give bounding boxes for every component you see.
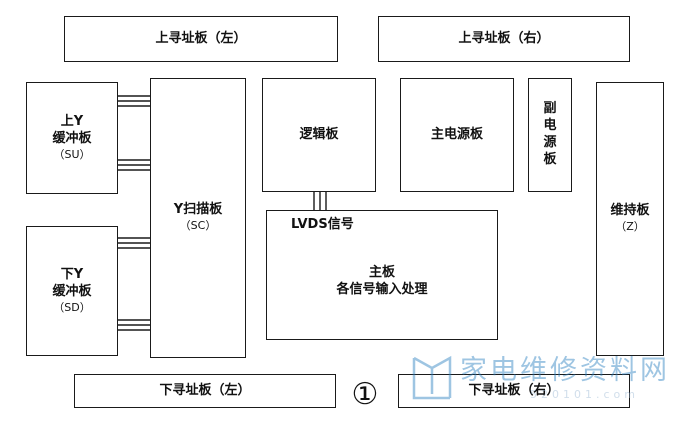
y-buffer-board-up: 上Y 缓冲板 （SU） (26, 82, 118, 194)
sub-power-char-3: 源 (543, 135, 557, 150)
figure-number: ① (351, 377, 379, 412)
sub-power-char-4: 板 (543, 151, 557, 167)
address-board-top-right: 上寻址板（右） (378, 16, 630, 62)
address-board-top-left-label: 上寻址板（左） (155, 30, 247, 46)
sub-power-board: 副 电 源 板 (528, 78, 572, 192)
logic-board: 逻辑板 (262, 78, 376, 192)
y-scan-line1: Y扫描板 (173, 202, 223, 218)
watermark-text: 家电维修资料网 (460, 355, 670, 386)
y-buffer-board-down: 下Y 缓冲板 （SD） (26, 226, 118, 356)
address-board-top-right-label: 上寻址板（右） (458, 30, 550, 46)
y-buffer-down-line2: 缓冲板 (52, 283, 92, 299)
y-scan-line2: （SC） (179, 219, 217, 233)
y-buffer-down-line1: 下Y (60, 266, 84, 282)
address-board-top-left: 上寻址板（左） (64, 16, 338, 62)
watermark-url: 520101.com (530, 388, 639, 401)
y-buffer-up-line3: （SU） (53, 147, 91, 161)
logic-board-label: 逻辑板 (299, 126, 339, 142)
watermark: 家电维修资料网 520101.com (410, 348, 686, 418)
lvds-signal-label: LVDS信号 (291, 217, 354, 232)
sustain-line2: （Z） (615, 220, 645, 234)
sub-power-char-1: 副 (543, 101, 557, 117)
sustain-board: 维持板 （Z） (596, 82, 664, 356)
y-scan-board: Y扫描板 （SC） (150, 78, 246, 358)
address-board-bottom-left: 下寻址板（左） (74, 374, 336, 408)
main-board-line1: 主板 (368, 265, 395, 280)
main-power-board: 主电源板 (400, 78, 514, 192)
y-buffer-up-line1: 上Y (60, 113, 84, 129)
main-power-board-label: 主电源板 (430, 126, 483, 142)
address-board-bottom-right: 下寻址板（右） (398, 374, 630, 408)
y-buffer-up-line2: 缓冲板 (52, 130, 92, 146)
address-board-bottom-left-label: 下寻址板（左） (159, 382, 251, 398)
watermark-logo-icon (412, 355, 452, 400)
address-board-bottom-right-label: 下寻址板（右） (468, 382, 560, 398)
main-board-line2: 各信号输入处理 (336, 281, 428, 297)
sustain-line1: 维持板 (610, 203, 650, 219)
sub-power-char-2: 电 (543, 118, 557, 134)
y-buffer-down-line3: （SD） (53, 300, 91, 314)
main-board: LVDS信号 主板 各信号输入处理 (266, 210, 498, 340)
